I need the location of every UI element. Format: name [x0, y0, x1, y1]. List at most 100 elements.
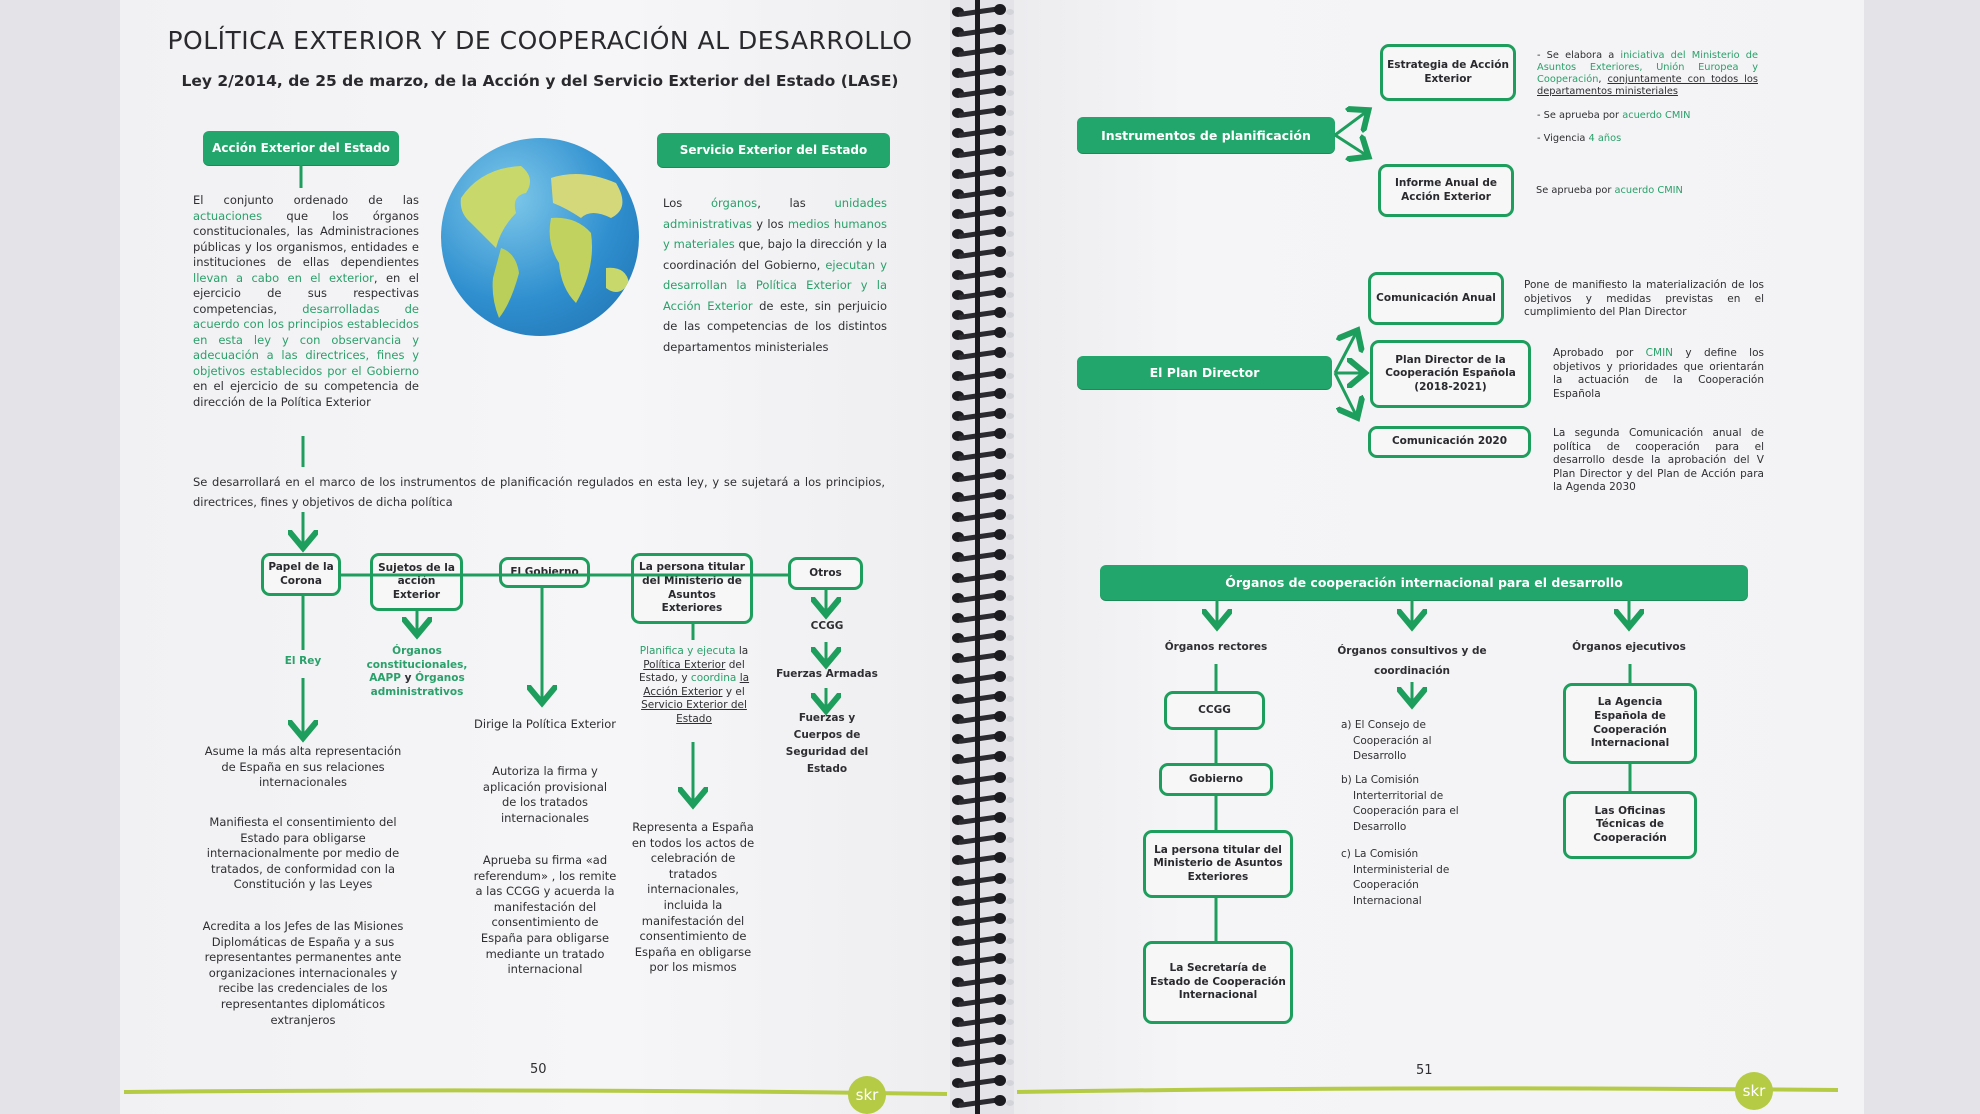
organos-ejecutivos-label: Órganos ejecutivos	[1572, 641, 1686, 653]
spiral-coil	[948, 246, 1014, 260]
box-agencia-espanola: La Agencia Española de Cooperación Inter…	[1563, 683, 1697, 764]
logo-text: skr	[855, 1086, 879, 1104]
text-segment: ,	[1598, 74, 1608, 85]
spiral-coil	[948, 993, 1014, 1008]
rey-function: Asume la más alta representación de Espa…	[204, 744, 402, 790]
logo-text: skr	[1742, 1082, 1766, 1100]
text-segment: El conjunto ordenado de las	[193, 193, 419, 207]
box-oficinas-tecnicas: Las Oficinas Técnicas de Cooperación	[1563, 791, 1697, 859]
spiral-coil	[948, 266, 1014, 281]
text-segment: que los órganos constitucionales, las Ad…	[193, 208, 419, 270]
spiral-coil	[948, 589, 1014, 604]
highlight-text: unidades administrativas	[663, 196, 888, 231]
spiral-coil	[948, 812, 1014, 826]
spiral-coil	[948, 347, 1014, 361]
spiral-coil	[948, 670, 1014, 685]
text-segment: - Se elabora a	[1537, 50, 1621, 61]
text-segment: Los	[663, 196, 711, 210]
informe-note: Se aprueba por acuerdo CMIN	[1536, 184, 1683, 197]
spiral-coil	[948, 408, 1014, 422]
spiral-coil	[948, 933, 1014, 947]
servicio-exterior-text: Los órganos, las unidades administrativa…	[663, 193, 887, 357]
box-estrategia-accion-exterior: Estrategia de Acción Exterior	[1380, 44, 1516, 101]
organos-consultivos-label: Órganos consultivos y de coordinación	[1337, 645, 1487, 677]
highlight-text: medios humanos y materiales	[663, 216, 887, 252]
spiral-coil	[948, 690, 1014, 705]
underlined-text: la Acción Exterior	[643, 672, 750, 698]
highlight-text: CMIN	[1645, 347, 1674, 359]
underlined-text: Servicio Exterior del Estado	[641, 699, 747, 725]
rey-function: Manifiesta el consentimiento del Estado …	[206, 815, 400, 892]
estrategia-note: - Se aprueba por acuerdo CMIN	[1537, 109, 1691, 122]
spiral-coil	[948, 872, 1014, 887]
page-number-right: 51	[1416, 1063, 1433, 1078]
estrategia-note: - Vigencia 4 años	[1537, 132, 1621, 145]
spiral-coil	[948, 105, 1014, 119]
text-segment: Se aprueba por	[1536, 185, 1615, 196]
text-segment: y define los objetivos y prioridades que…	[1553, 347, 1764, 400]
spiral-coil	[948, 953, 1014, 967]
text-segment: que, bajo la dirección y la coordinación…	[663, 237, 887, 272]
spiral-coil	[948, 125, 1014, 139]
box-rector-ccgg: CCGG	[1164, 691, 1265, 730]
highlight-text: ejecutan y desarrollan la Política Exter…	[663, 257, 888, 313]
highlight-text: coordina	[690, 672, 737, 684]
highlight-text: acuerdo CMIN	[1622, 110, 1691, 121]
spiral-coil	[948, 286, 1014, 301]
ministro-representa-text: Representa a España en todos los actos d…	[631, 820, 755, 975]
box-sujetos-accion: Sujetos de la acción Exterior	[370, 553, 463, 611]
spiral-coil	[948, 64, 1014, 79]
spiral-coil	[948, 1054, 1014, 1068]
framework-text: Se desarrollará en el marco de los instr…	[193, 475, 885, 509]
instrumentos-planificacion-header: Instrumentos de planificación	[1077, 117, 1335, 153]
otros-fuerzas-seguridad: Fuerzas y Cuerpos de Seguridad del Estad…	[785, 712, 869, 775]
spiral-spine	[975, 0, 980, 1114]
gobierno-function: Dirige la Política Exterior	[474, 717, 616, 731]
spiral-coil	[948, 387, 1014, 402]
estrategia-note: - Se elabora a iniciativa del Ministerio…	[1537, 50, 1758, 98]
spiral-coil	[948, 569, 1014, 584]
box-plan-director: Plan Director de la Cooperación Española…	[1370, 340, 1531, 408]
spiral-coil	[948, 1034, 1014, 1048]
ministro-planifica-text: Planifica y ejecuta la Política Exterior…	[638, 645, 750, 726]
consultivo-item: c) La Comisión Interministerial de Coope…	[1341, 848, 1450, 907]
comunicacion-anual-note: Pone de manifiesto la materialización de…	[1524, 279, 1764, 318]
text-segment: la	[735, 645, 749, 657]
underlined-text: Política Exterior	[643, 658, 726, 671]
otros-ccgg: CCGG	[810, 620, 844, 632]
text-segment: Aprobado por	[1553, 347, 1646, 359]
gobierno-function: Autoriza la firma y aplicación provision…	[482, 764, 608, 825]
page-title: POLÍTICA EXTERIOR Y DE COOPERACIÓN AL DE…	[167, 26, 913, 55]
organos-cooperacion-header: Órganos de cooperación internacional par…	[1100, 565, 1748, 600]
spiral-coil	[948, 711, 1014, 725]
box-otros: Otros	[788, 557, 863, 590]
box-rector-gobierno: Gobierno	[1159, 763, 1273, 796]
spiral-coil	[948, 731, 1014, 745]
text-segment: y el	[722, 685, 745, 698]
text-segment: - Vigencia	[1537, 133, 1589, 144]
underlined-text: conjuntamente con todos los departamento…	[1537, 74, 1758, 97]
spiral-coil	[948, 630, 1014, 644]
spiral-coil	[948, 468, 1014, 483]
text-segment: de este, sin perjuicio de las competenci…	[663, 298, 887, 354]
spiral-coil	[948, 549, 1014, 563]
spiral-coil	[948, 610, 1014, 624]
spiral-coil	[948, 1094, 1014, 1109]
spiral-coil	[948, 206, 1014, 220]
spiral-coil	[948, 367, 1014, 382]
spiral-coil	[948, 791, 1014, 806]
page-number-left: 50	[530, 1062, 547, 1077]
box-comunicacion-2020: Comunicación 2020	[1368, 426, 1531, 458]
highlight-text: acuerdo CMIN	[1614, 185, 1683, 196]
spiral-coil	[948, 226, 1014, 240]
comunicacion-2020-note: La segunda Comunicación anual de polític…	[1553, 427, 1764, 493]
box-comunicacion-anual: Comunicación Anual	[1368, 272, 1504, 325]
spiral-coil	[948, 307, 1014, 321]
skr-logo-left: skr	[848, 1076, 886, 1114]
rey-function: Acredita a los Jefes de las Misiones Dip…	[202, 919, 404, 1027]
spiral-coil	[948, 165, 1014, 180]
text-segment: del Estado, y	[638, 658, 745, 685]
spiral-coil	[948, 509, 1014, 523]
consultivo-item: a) El Consejo de Cooperación al Desarrol…	[1341, 719, 1432, 762]
organos-constitucionales-label: Órganos constitucionales, AAPP y Órganos…	[362, 645, 472, 699]
